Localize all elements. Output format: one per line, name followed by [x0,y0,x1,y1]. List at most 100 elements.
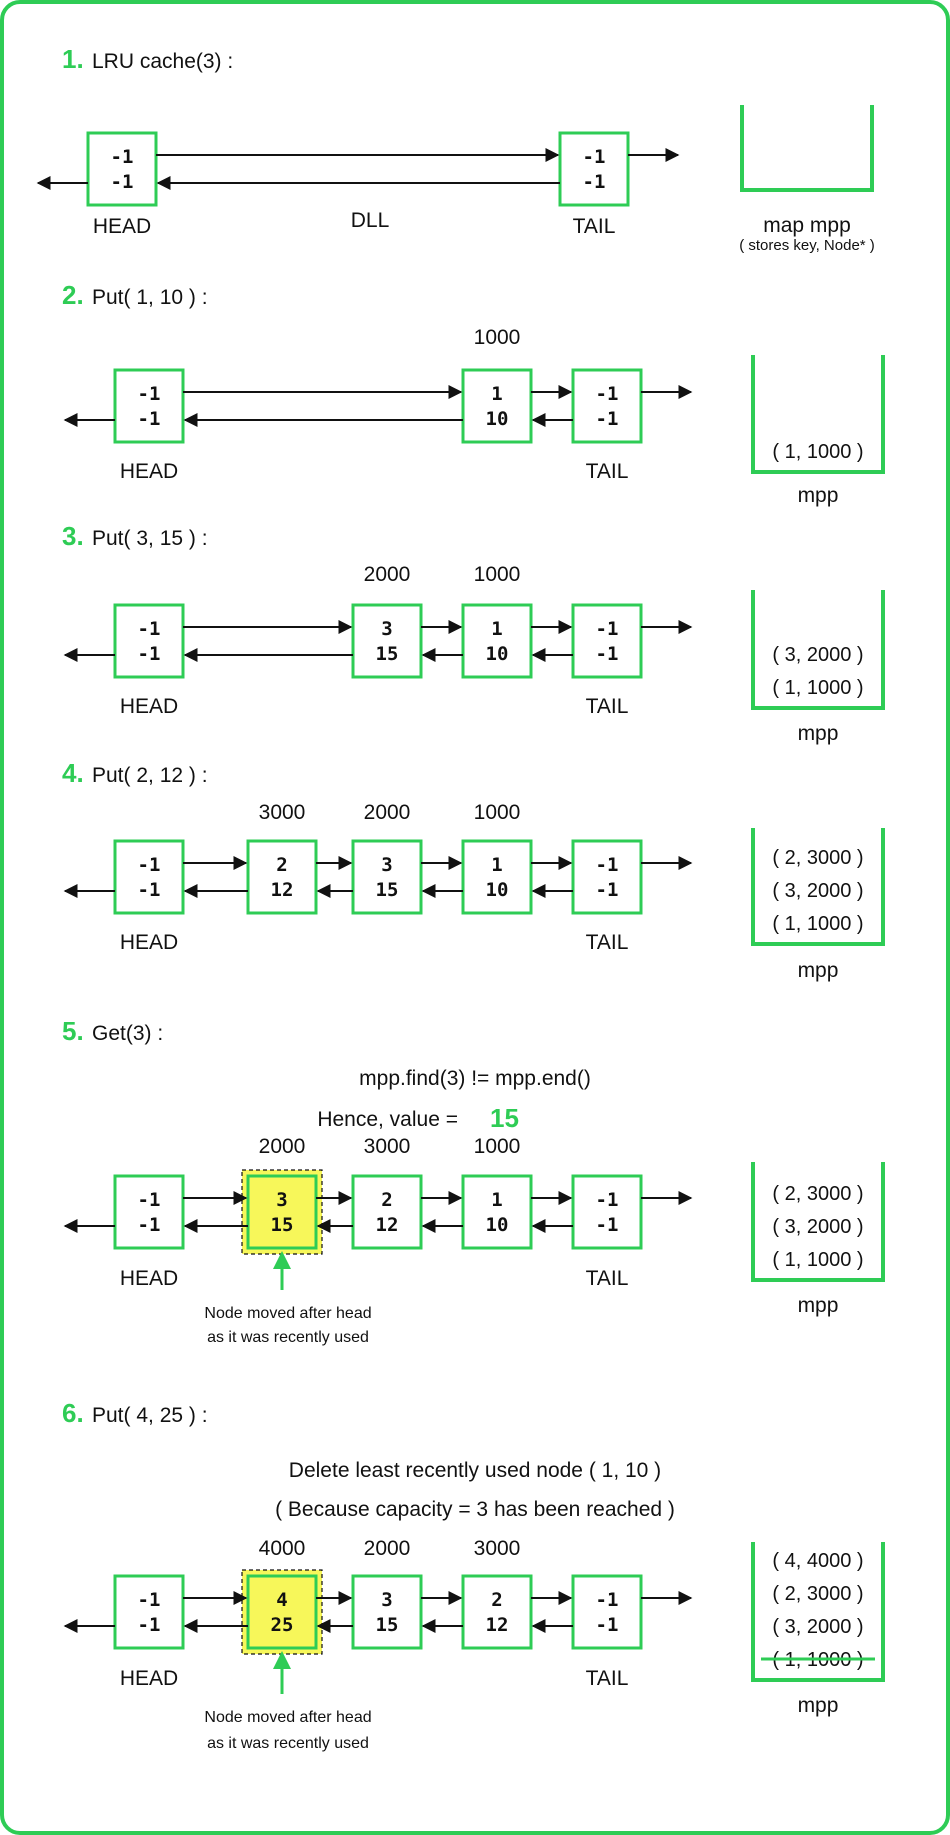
node-key: -1 [138,854,161,876]
node-box [246,839,318,915]
node-key: 4 [276,1589,287,1611]
node: 212 [246,839,318,915]
map-label: mpp [798,1294,839,1317]
node-key: -1 [138,1189,161,1211]
map-entry: ( 3, 2000 ) [772,880,863,902]
node-address: 1000 [474,563,521,586]
map-note: ( stores key, Node* ) [739,237,875,254]
node-value: -1 [583,171,606,193]
node-value: -1 [111,171,134,193]
node: 315 [351,1574,423,1650]
node-value: -1 [596,1214,619,1236]
node-key: -1 [596,854,619,876]
node-address: 3000 [259,801,306,824]
node-address: 3000 [364,1135,411,1158]
node: 212 [461,1574,533,1650]
node-box [113,603,185,679]
node-value: 10 [486,1214,509,1236]
node-key: -1 [596,383,619,405]
node-box [113,839,185,915]
node-key: 1 [491,854,502,876]
step-title: LRU cache(3) : [92,50,233,73]
node-key: 2 [491,1589,502,1611]
tail-label: TAIL [586,1667,629,1690]
map-entry: ( 3, 2000 ) [772,1616,863,1638]
tail-label: TAIL [586,695,629,718]
node-address: 3000 [474,1537,521,1560]
node: 315 [351,839,423,915]
map-container [751,355,885,474]
node-key: -1 [596,1189,619,1211]
result-value: 15 [490,1103,519,1133]
node-address: 2000 [259,1135,306,1158]
step-note: Delete least recently used node ( 1, 10 … [289,1459,661,1482]
node-value: -1 [138,408,161,430]
map-label: mpp [798,484,839,507]
callout-text: as it was recently used [207,1735,369,1752]
node-box [461,1174,533,1250]
node-key: 2 [381,1189,392,1211]
node-box [351,603,423,679]
step-4: 4.Put( 2, 12 ) :-1-1HEAD212315110-1-1TAI… [62,758,885,982]
node-key: 3 [381,854,392,876]
node-value: 12 [271,879,294,901]
node-key: 3 [381,1589,392,1611]
step-title: Put( 2, 12 ) : [92,764,208,787]
step-title: Put( 3, 15 ) : [92,527,208,550]
node-key: -1 [138,383,161,405]
head-label: HEAD [120,460,178,483]
node: 315 [241,1169,323,1255]
node-address: 2000 [364,563,411,586]
node-key: -1 [596,618,619,640]
map-entry: ( 2, 3000 ) [772,1183,863,1205]
step-note: mpp.find(3) != mpp.end() [359,1067,591,1090]
node: 110 [461,603,533,679]
map-entry: ( 4, 4000 ) [772,1550,863,1572]
node-box [351,1574,423,1650]
node-address: 1000 [474,326,521,349]
step-number: 1. [62,44,84,74]
node-key: 3 [381,618,392,640]
map-container [751,1542,885,1682]
node-value: -1 [596,879,619,901]
step-number: 2. [62,280,84,310]
node: 425 [241,1569,323,1655]
step-note: ( Because capacity = 3 has been reached … [275,1498,675,1521]
node-key: -1 [138,1589,161,1611]
step-number: 3. [62,521,84,551]
node-key: -1 [138,618,161,640]
map-container [751,1162,885,1282]
tail-label: TAIL [573,215,616,238]
node-address: 2000 [364,1537,411,1560]
node-value: -1 [596,1614,619,1636]
node-key: 3 [276,1189,287,1211]
tail-label: TAIL [586,1267,629,1290]
node-box [571,1574,643,1650]
node-key: -1 [583,146,606,168]
node-box [246,1174,318,1250]
node-value: 15 [376,643,399,665]
map-label: mpp [798,722,839,745]
node-value: 15 [271,1214,294,1236]
map-label: mpp [798,959,839,982]
step-title: Put( 1, 10 ) : [92,286,208,309]
map-entry: ( 1, 1000 ) [772,677,863,699]
node-key: 2 [276,854,287,876]
tail-label: TAIL [586,460,629,483]
step-2: 2.Put( 1, 10 ) :-1-1HEAD110-1-1TAIL1000(… [62,280,885,507]
node: 315 [351,603,423,679]
map-container [751,828,885,946]
node-box [461,603,533,679]
head-label: HEAD [120,1267,178,1290]
map-entry: ( 1, 1000 ) [772,1249,863,1271]
